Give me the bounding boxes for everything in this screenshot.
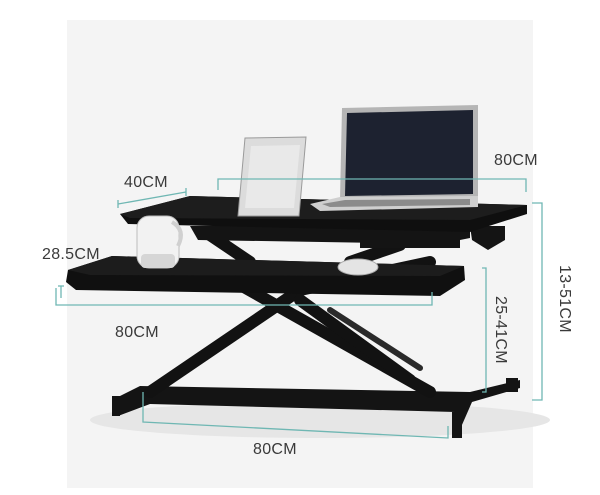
lift-range-label: 25-41CM [492, 296, 509, 364]
gas-spring [327, 307, 423, 371]
kettle [136, 215, 183, 269]
mouse [337, 258, 379, 276]
tablet [237, 136, 307, 217]
base-width-label: 80CM [253, 441, 297, 458]
measure-lines [55, 178, 543, 439]
base-frame [112, 378, 520, 438]
laptop [310, 105, 478, 211]
keyboard-depth-label: 28.5CM [42, 246, 100, 263]
total-height-label: 13-51CM [556, 265, 573, 333]
keyboard-width-label: 80CM [115, 324, 159, 341]
top-width-label: 80CM [494, 152, 538, 169]
top-depth-label: 40CM [124, 174, 168, 191]
